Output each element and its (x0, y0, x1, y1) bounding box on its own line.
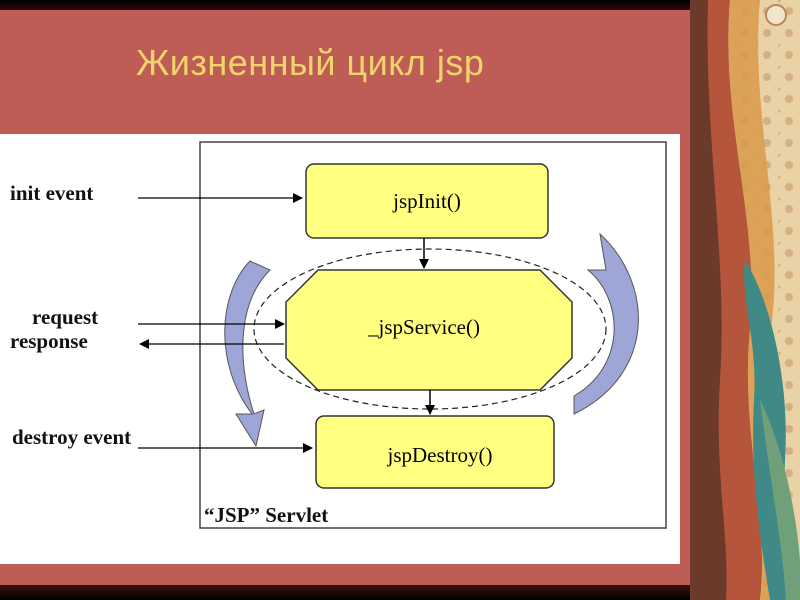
response-label: response (10, 329, 88, 353)
jsp-destroy-label: jspDestroy() (387, 443, 493, 467)
container-label: “JSP” Servlet (204, 503, 328, 527)
top-band (0, 0, 690, 10)
jsp-service-box (285, 269, 573, 391)
jsp-init-box (305, 163, 549, 239)
right-cycle-arrow (573, 232, 639, 415)
service-ellipse (253, 248, 607, 410)
request-label: request (32, 305, 98, 329)
bottom-band (0, 585, 690, 600)
jsp-lifecycle-diagram: “JSP” Servlet jspInit() _jspService() js… (10, 141, 667, 529)
jsp-destroy-box (315, 415, 555, 489)
slide-title: Жизненный цикл jsp (136, 42, 485, 83)
jsp-init-label: jspInit() (392, 189, 461, 213)
jsp-service-label: _jspService() (367, 315, 480, 339)
diagram-panel: “JSP” Servlet jspInit() _jspService() js… (0, 134, 680, 564)
left-cycle-arrow (224, 260, 271, 448)
init-event-label: init event (10, 181, 93, 205)
decorative-ornament-panel (690, 0, 800, 600)
destroy-event-label: destroy event (12, 425, 131, 449)
